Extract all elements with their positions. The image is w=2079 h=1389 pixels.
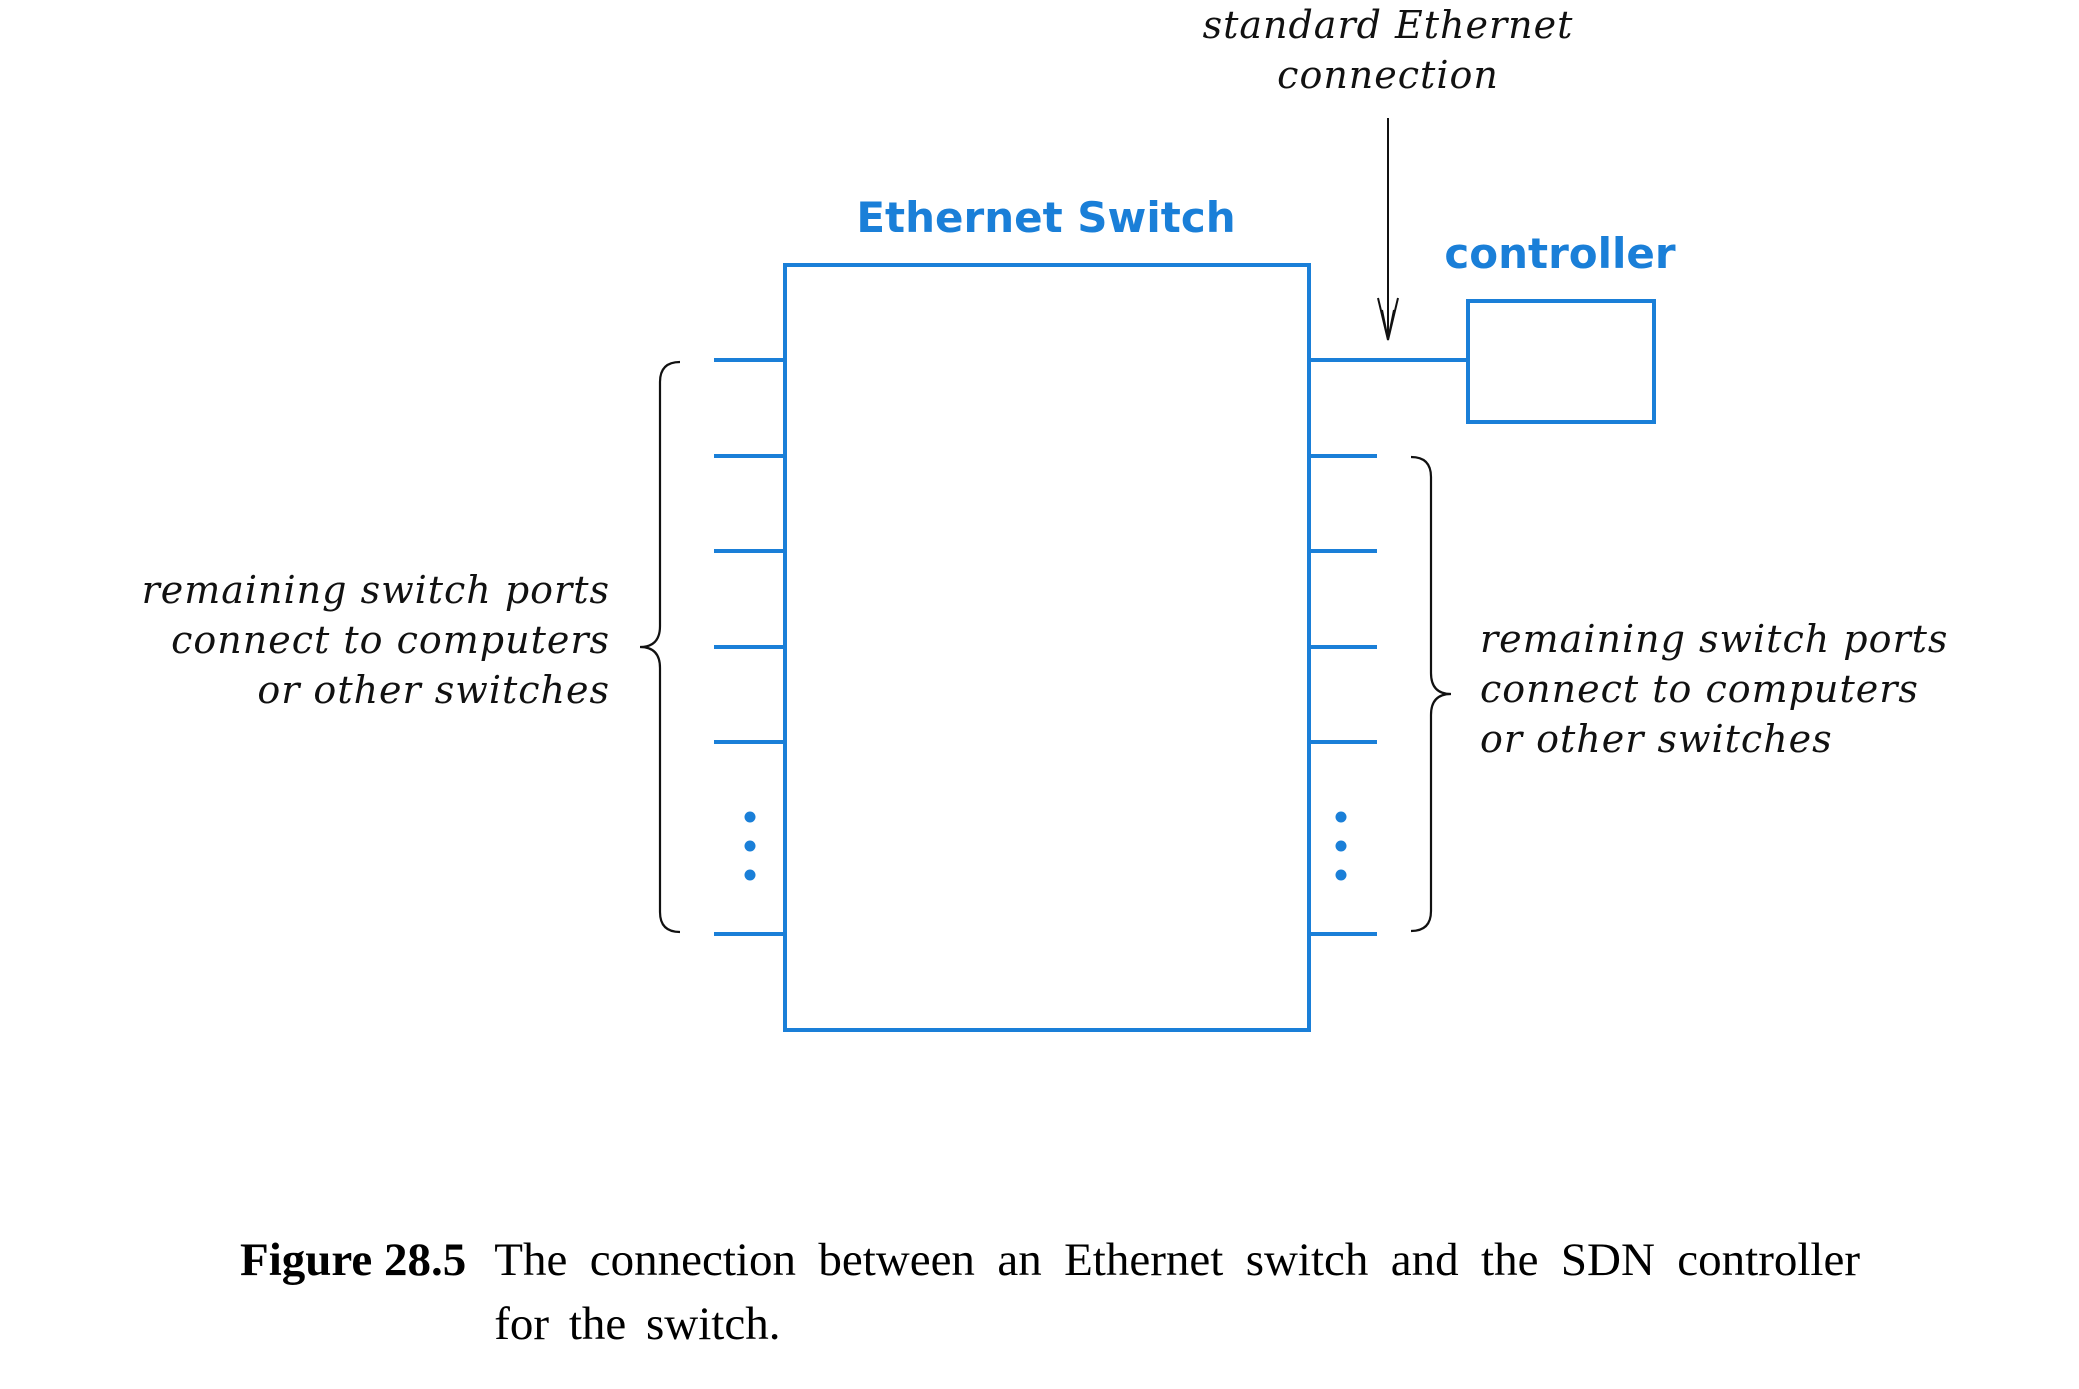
caption-text: The connection between an Ethernet switc… bbox=[494, 1234, 1860, 1350]
right-ellipsis bbox=[1335, 811, 1347, 881]
left-ports-label-line-2: connect to computers bbox=[171, 618, 610, 662]
left-ports-label-line-3: or other switches bbox=[257, 668, 610, 712]
figure-number: Figure 28.5 bbox=[240, 1234, 467, 1286]
left-brace bbox=[639, 360, 681, 934]
right-ports-label-line-2: connect to computers bbox=[1480, 667, 1919, 711]
left-ports-label-line-1: remaining switch ports bbox=[142, 568, 610, 612]
right-ports-label-line-3: or other switches bbox=[1480, 717, 1833, 761]
right-ports bbox=[1309, 454, 1377, 936]
switch-label: Ethernet Switch bbox=[856, 193, 1235, 242]
right-ports-label-line-1: remaining switch ports bbox=[1480, 617, 1948, 661]
left-ports bbox=[714, 358, 785, 936]
connection-label-line-1: standard Ethernet bbox=[1203, 3, 1574, 47]
right-brace bbox=[1410, 455, 1452, 933]
ethernet-switch-box bbox=[783, 263, 1311, 1032]
left-ellipsis bbox=[744, 811, 756, 881]
controller-box bbox=[1466, 299, 1656, 424]
connection-arrow-head bbox=[1377, 297, 1399, 341]
connection-label-line-2: connection bbox=[1277, 53, 1499, 97]
figure-caption: Figure 28.5 The connection between an Et… bbox=[240, 1228, 1860, 1356]
controller-label: controller bbox=[1444, 229, 1676, 278]
